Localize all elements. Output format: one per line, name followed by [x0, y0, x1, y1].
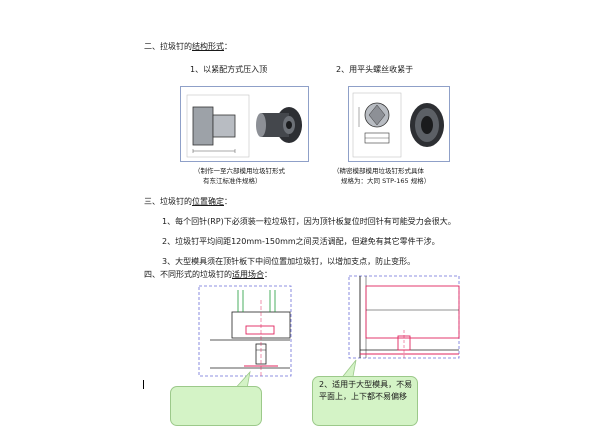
- form1-caption-line1: （制作一至六部模用垃圾钉形式: [194, 167, 285, 175]
- form2-caption-line2: 规格为：大同 STP-165 规格）: [341, 177, 431, 185]
- screw-fixed-pin-figure: [348, 86, 450, 162]
- form2-caption-line1: （精密模部模用垃圾钉形式具体: [333, 167, 424, 175]
- right-callout-bubble: 2、适用于大型模具，不易 平面上，上下都不易偏移: [312, 376, 418, 426]
- right-callout-line1: 2、适用于大型模具，不易: [319, 380, 413, 389]
- form1-title: 1、以紧配方式压入顶: [190, 65, 268, 74]
- form1-caption-line2: 有东江标准件规格）: [203, 177, 262, 185]
- section3-item-1: 1、每个回针(RP)下必须装一粒垃圾钉，因为顶针板复位时回针有可能受力会很大。: [162, 217, 456, 226]
- section3-heading: 三、垃圾钉的位置确定：: [144, 197, 232, 206]
- left-callout-bubble: [170, 386, 262, 426]
- section3-item-2: 2、垃圾钉平均间距120mm-150mm之间灵活调配，但避免有其它零件干涉。: [162, 237, 440, 246]
- section3-item-3: 3、大型模具须在顶针板下中间位置加垃圾钉，以增加支点，防止变形。: [162, 257, 416, 266]
- screw-fixed-pin-drawing: [352, 92, 444, 158]
- form2-title: 2、用平头螺丝收紧于: [336, 65, 414, 74]
- section2-heading: 二、拉圾钉的结构形式：: [144, 42, 232, 51]
- press-fit-pin-figure: [180, 86, 309, 162]
- right-callout-line2: 平面上，上下都不易偏移: [319, 392, 407, 401]
- text-cursor: [143, 380, 144, 389]
- press-fit-pin-drawing: [186, 94, 302, 158]
- left-drawing-frame: [198, 285, 292, 377]
- section4-heading: 四、不同形式的垃圾钉的适用场合：: [144, 270, 272, 279]
- right-upper-plate: [365, 285, 460, 339]
